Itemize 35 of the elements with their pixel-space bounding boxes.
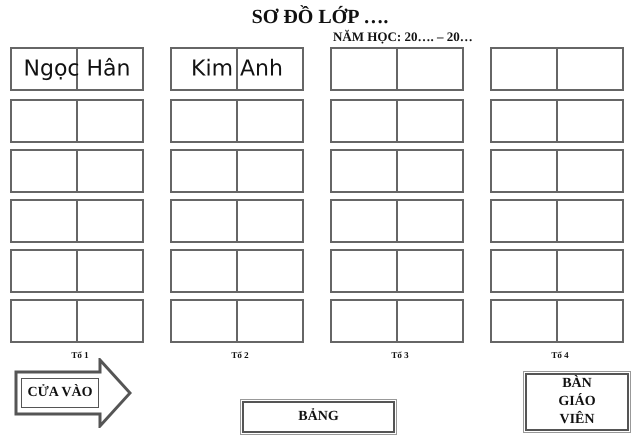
board-frame bbox=[242, 401, 395, 433]
desk bbox=[10, 99, 144, 143]
desk bbox=[490, 99, 624, 143]
teacher-desk-label: BÀN GIÁO VIÊN bbox=[557, 375, 597, 429]
desk bbox=[330, 249, 464, 293]
desk bbox=[170, 199, 304, 243]
desk bbox=[490, 47, 624, 91]
desk bbox=[490, 149, 624, 193]
handwritten-name: Kim Anh bbox=[190, 56, 284, 82]
desk bbox=[10, 149, 144, 193]
desk bbox=[330, 299, 464, 343]
desk bbox=[490, 249, 624, 293]
desk bbox=[10, 299, 144, 343]
desk bbox=[330, 199, 464, 243]
board-label: BẢNG bbox=[297, 408, 340, 426]
subtitle: NĂM HỌC: 20…. – 20… bbox=[333, 29, 473, 45]
desk bbox=[170, 47, 304, 91]
teacher-desk-frame bbox=[525, 373, 629, 431]
group-label: Tổ 2 bbox=[230, 350, 250, 360]
group-label: Tổ 4 bbox=[550, 350, 570, 360]
desk bbox=[330, 149, 464, 193]
desk bbox=[10, 249, 144, 293]
desk bbox=[490, 199, 624, 243]
desk bbox=[170, 249, 304, 293]
desk bbox=[330, 99, 464, 143]
desk bbox=[330, 47, 464, 91]
desk bbox=[170, 149, 304, 193]
desk bbox=[490, 299, 624, 343]
door-label: CỬA VÀO bbox=[21, 378, 99, 408]
title: SƠ ĐỒ LỚP …. bbox=[250, 6, 390, 29]
group-label: Tổ 1 bbox=[70, 350, 90, 360]
desk bbox=[170, 299, 304, 343]
group-label: Tổ 3 bbox=[390, 350, 410, 360]
desk bbox=[170, 99, 304, 143]
desk bbox=[10, 199, 144, 243]
